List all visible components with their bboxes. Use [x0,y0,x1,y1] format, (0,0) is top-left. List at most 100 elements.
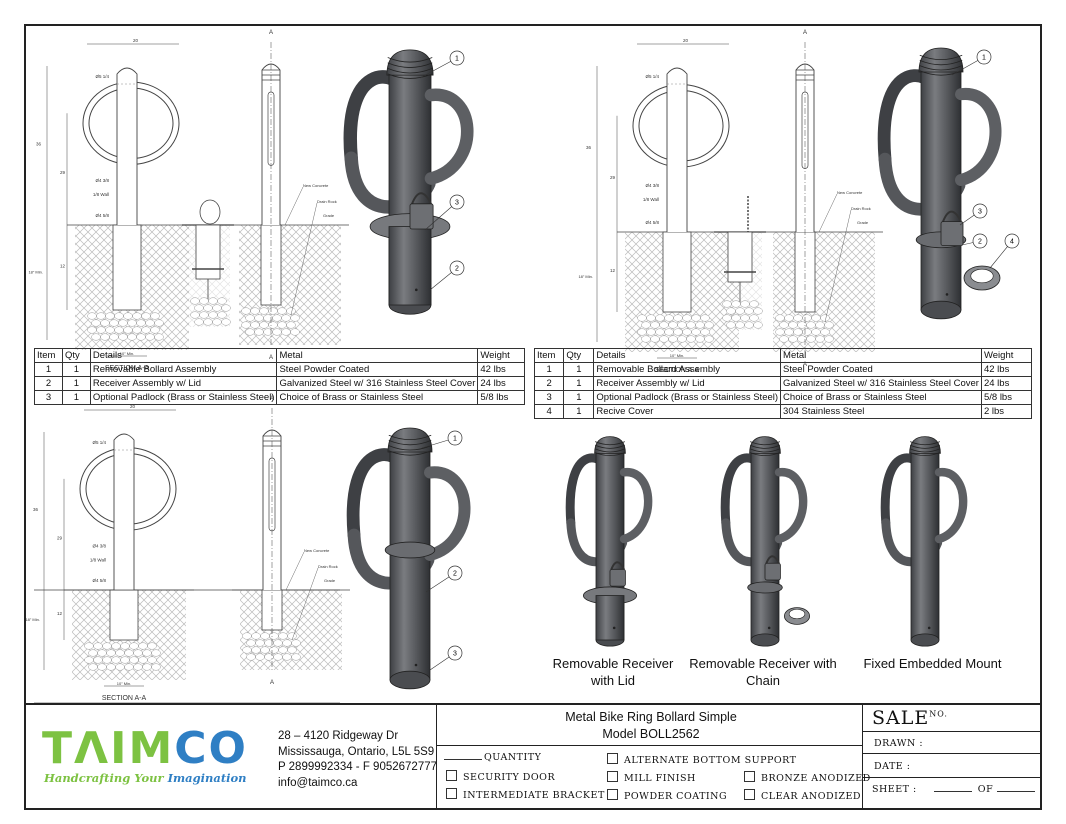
option-clear-anodized[interactable]: CLEAR ANODIZED [744,789,861,802]
bike-ring-front [955,88,1002,186]
callout-number: 2 [978,239,982,246]
checkbox-icon[interactable] [607,753,618,764]
checkbox-icon[interactable] [446,770,457,781]
column-header: Qty [61,348,91,363]
dimension-label: 1/8 Wall [643,197,659,202]
option-alternate-bottom-support[interactable]: ALTERNATE BOTTOM SUPPORT [607,753,797,766]
checkbox-icon[interactable] [607,771,618,782]
dimension-label: 18" Min. [25,617,40,622]
dimension-label: Drain Rock [851,206,871,211]
option-intermediate-bracket[interactable]: INTERMEDIATE BRACKET [446,788,605,801]
table-cell: Removable Bollard Assembly [593,362,782,377]
option-label: POWDER COATING [624,791,728,802]
sheet-field[interactable]: SHEET : OF [872,784,1037,795]
padlock-icon [609,561,626,587]
section-marker: A [270,680,274,686]
divider [862,777,1040,778]
dimension-label: 29 [610,175,616,180]
option-powder-coating[interactable]: POWDER COATING [607,789,727,802]
bollard-removable-receiver-chain [720,436,811,647]
dimension-label: 29 [60,170,66,175]
table-cell: 5/8 lbs [477,390,525,405]
callout-number: 3 [455,200,459,207]
table-cell: 1 [61,376,91,391]
bike-ring-front [774,468,808,544]
divider [436,705,437,810]
receiver-collar [384,541,436,559]
bike-ring-front [424,466,471,561]
table-cell: 1 [563,362,595,377]
bike-ring-front [934,468,968,544]
column-header: Details [593,348,782,363]
email: info@taimco.ca [278,776,358,789]
bollard-post [666,67,688,232]
table-cell: 1 [61,362,91,377]
checkbox-icon[interactable] [744,789,755,800]
caption-line: with Lid [590,673,636,688]
option-bronze-anodized[interactable]: BRONZE ANODIZED [744,771,871,784]
table-cell: Receiver Assembly w/ Lid [89,376,278,391]
column-header: Weight [980,348,1033,363]
callout-number: 3 [453,651,457,658]
drawing-frame [24,24,1042,810]
dimension-label: 18" Min. [28,270,43,275]
checkbox-icon[interactable] [744,771,755,782]
dimension-label: 36 [586,145,592,150]
table-cell: Choice of Brass or Stainless Steel [276,390,479,405]
table-cell: Steel Powder Coated [780,362,982,377]
caption-fixed-embedded-mount: Fixed Embedded Mount [855,655,1010,672]
callout-bubble [449,260,465,276]
column-header: Qty [563,348,595,363]
caption-line: Fixed Embedded Mount [863,656,1002,671]
checkbox-icon[interactable] [607,789,618,800]
dimension-label: Ø4 5/8 [95,213,109,218]
callout-bubble [1004,233,1020,249]
receiver-lid [199,199,221,225]
table-cell: 2 lbs [980,404,1033,419]
sale-no: NO. [929,709,948,719]
dimension-label: 20 [130,404,136,409]
table-cell: 3 [34,390,63,405]
section-marker: A [803,30,807,36]
table-cell: Galvanized Steel w/ 316 Stainless Steel … [780,376,982,391]
option-mill-finish[interactable]: MILL FINISH [607,771,696,784]
date-field[interactable]: DATE : [874,761,911,772]
tagline: Handcrafting Your Imagination [44,771,247,785]
callout-bubble [976,49,992,65]
quantity-field[interactable]: QUANTITY [444,752,541,763]
callout-bubble [449,194,465,210]
receiver-cover [963,265,1001,291]
callout-bubble [447,565,463,581]
tagline-text: Handcrafting Your [44,771,164,785]
table-cell: 42 lbs [477,362,525,377]
logo-text: TΛIM [42,723,175,774]
table-cell: 304 Stainless Steel [780,404,982,419]
receiver-sleeve [112,224,142,311]
bollard-post [389,449,431,681]
dimension-label: Grade [324,578,336,583]
padlock-icon [764,555,781,581]
option-security-door[interactable]: SECURITY DOOR [446,770,555,783]
drain-rock-gravel [722,300,763,329]
bike-ring-front [619,468,653,544]
dimension-label: 36 [33,507,39,512]
drawn-field[interactable]: DRAWN : [874,738,924,749]
dimension-label: Ø5 1/4 [645,74,659,79]
receiver-detail-view [182,224,234,327]
checkbox-icon[interactable] [446,788,457,799]
dimension-label: 10" Min. [117,681,132,686]
dimension-label: 18" Min. [578,274,593,279]
padlock-icon [940,210,964,247]
drain-rock-gravel [242,632,301,661]
receiver-sleeve [662,231,692,313]
option-label: INTERMEDIATE BRACKET [463,790,605,801]
padlock-icon [409,192,434,230]
table-cell: 3 [533,390,565,405]
bollard-post [116,67,138,225]
drain-rock-gravel [84,642,161,671]
